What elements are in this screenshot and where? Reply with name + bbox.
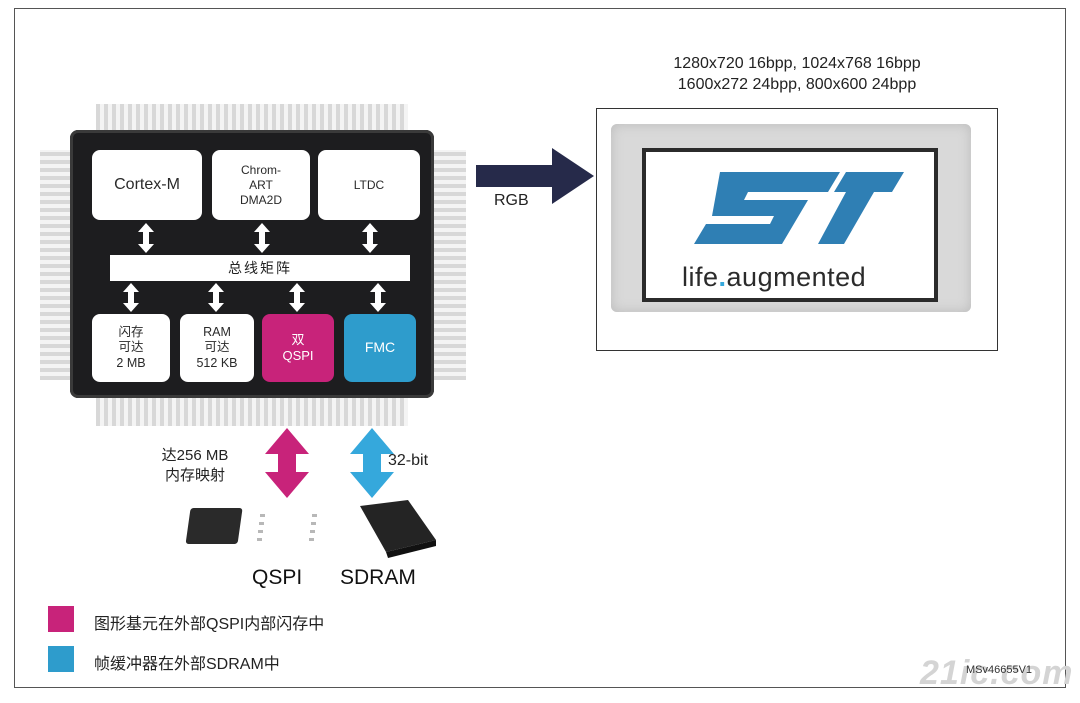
- chip-pins-bottom: [96, 398, 408, 426]
- sdram-chip-image: [360, 500, 436, 558]
- qspi-caption-line-1: 达256 MB: [161, 447, 229, 464]
- arrow-bus-flash: [123, 283, 139, 312]
- chip-internal-arrows: [123, 223, 386, 312]
- chrom-art-line-3: DMA2D: [239, 192, 282, 207]
- flash-line-2: 可达: [118, 340, 144, 355]
- arrow-chromart-bus: [254, 223, 270, 253]
- flash-block: 闪存 可达 2 MB: [92, 314, 170, 382]
- ltdc-block: LTDC: [318, 150, 420, 220]
- qspi-caption-line-2: 内存映射: [164, 466, 225, 484]
- bus-matrix-label: 总线矩阵: [228, 260, 292, 276]
- resolutions-line-2: 1600x272 24bpp, 800x600 24bpp: [677, 75, 917, 93]
- flash-line-3: 2 MB: [116, 355, 146, 370]
- qspi-line-1: 双: [291, 331, 305, 347]
- dual-qspi-block: 双 QSPI: [262, 314, 334, 382]
- arrow-ltdc-bus: [362, 223, 378, 253]
- ram-line-1: RAM: [203, 324, 231, 339]
- figure-frame: [14, 8, 1066, 688]
- display-tagline: life.augmented: [682, 262, 866, 293]
- sdram-width-caption: 32-bit: [388, 452, 429, 469]
- qspi-memory-caption: 达256 MB 内存映射: [130, 446, 260, 485]
- ram-line-2: 可达: [204, 340, 230, 355]
- legend-swatch-qspi: [48, 606, 74, 632]
- chip-pins-right: [434, 150, 466, 380]
- rgb-arrow: [476, 148, 594, 204]
- cortex-m-block: Cortex-M: [92, 150, 202, 220]
- figure-code: MSv46655V1: [966, 664, 1033, 676]
- legend-text-sdram: 帧缓冲器在外部SDRAM中: [94, 656, 280, 673]
- fmc-label: FMC: [364, 339, 396, 356]
- chrom-art-block: Chrom- ART DMA2D: [212, 150, 310, 220]
- cortex-m-label: Cortex-M: [114, 176, 180, 193]
- qspi-flash-chip-image: [185, 508, 317, 544]
- ram-line-3: 512 KB: [196, 355, 238, 370]
- chip-pins-left: [40, 150, 72, 380]
- legend-text-qspi: 图形基元在外部QSPI内部闪存中: [94, 616, 325, 633]
- resolutions-line-1: 1280x720 16bpp, 1024x768 16bpp: [673, 55, 921, 72]
- rgb-label: RGB: [494, 192, 529, 209]
- chip-pins-top: [96, 104, 408, 132]
- ram-block: RAM 可达 512 KB: [180, 314, 254, 382]
- arrow-cortex-bus: [138, 223, 154, 253]
- sdram-part-label: SDRAM: [340, 566, 416, 589]
- qspi-line-2: QSPI: [282, 348, 314, 363]
- tagline-part-b: augmented: [726, 262, 867, 292]
- qspi-part-label: QSPI: [252, 566, 303, 589]
- bus-matrix-bar: 总线矩阵: [110, 255, 410, 281]
- arrow-bus-qspi: [289, 283, 305, 312]
- watermark-text: 21ic.com: [920, 654, 1074, 692]
- chrom-art-line-2: ART: [249, 177, 273, 192]
- fmc-block: FMC: [344, 314, 416, 382]
- tagline-part-a: life: [682, 262, 719, 292]
- arrow-bus-ram: [208, 283, 224, 312]
- tagline-dot: .: [718, 262, 727, 292]
- resolutions-caption: 1280x720 16bpp, 1024x768 16bpp 1600x272 …: [596, 54, 998, 96]
- ltdc-label: LTDC: [353, 177, 385, 192]
- flash-line-1: 闪存: [118, 324, 144, 339]
- legend-swatch-sdram: [48, 646, 74, 672]
- qspi-external-arrow: [265, 428, 309, 498]
- sdram-external-arrow: [350, 428, 394, 498]
- arrow-bus-fmc: [370, 283, 386, 312]
- chrom-art-line-1: Chrom-: [240, 162, 281, 177]
